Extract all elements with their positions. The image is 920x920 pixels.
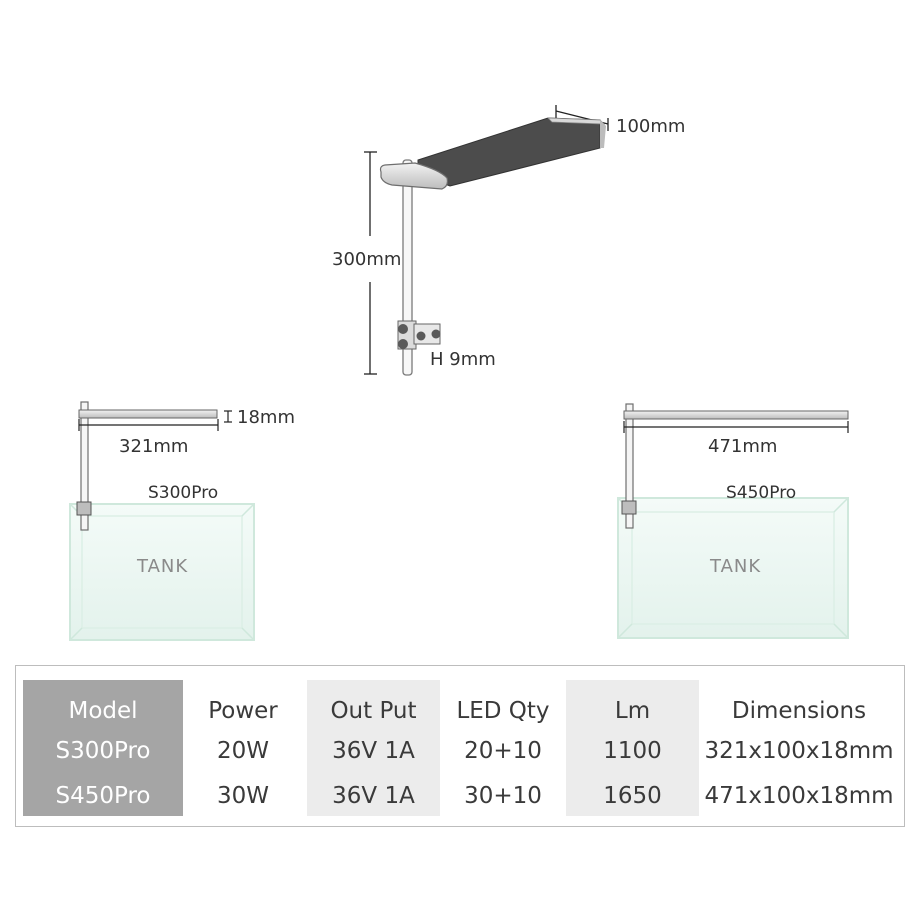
column-header: Power: [208, 698, 278, 724]
table-cell: 36V 1A: [332, 783, 415, 809]
s450pro-tank: [617, 497, 849, 639]
table-cell: 471x100x18mm: [704, 783, 894, 809]
width-label: 100mm: [616, 116, 686, 137]
s300pro-tank: [69, 503, 255, 641]
column-header: LED Qty: [456, 698, 550, 724]
s450-tank-label: TANK: [710, 556, 762, 577]
s300-tank-label: TANK: [137, 556, 189, 577]
s450-length-label: 471mm: [708, 436, 778, 457]
product-illustration: [69, 105, 849, 641]
column-header: Model: [68, 698, 138, 724]
thickness-label: 18mm: [237, 407, 295, 428]
table-cell: S300Pro: [55, 738, 151, 764]
height-label: 300mm: [332, 249, 402, 270]
s300pro-light: [76, 401, 232, 531]
spec-table: Model S300Pro S450Pro Power 20W 30W Out …: [15, 665, 905, 827]
table-cell: 36V 1A: [332, 738, 415, 764]
table-cell: 30W: [216, 783, 269, 809]
table-cell: 1650: [603, 783, 662, 809]
column-header: Lm: [614, 698, 651, 724]
table-cell: 1100: [603, 738, 662, 764]
model-column: Model S300Pro S450Pro: [23, 680, 183, 816]
clamp-label: H 9mm: [430, 349, 496, 370]
table-cell: 321x100x18mm: [704, 738, 894, 764]
lumen-column: Lm 1100 1650: [566, 680, 699, 816]
s450-model-label: S450Pro: [726, 483, 797, 503]
power-column: Power 20W 30W: [183, 680, 303, 816]
height-dimension-line: [364, 151, 377, 375]
lamp-perspective: [379, 117, 606, 376]
column-header: Dimensions: [731, 698, 867, 724]
dimensions-column: Dimensions 321x100x18mm 471x100x18mm: [699, 680, 899, 816]
output-column: Out Put 36V 1A 36V 1A: [307, 680, 440, 816]
table-cell: 30+10: [464, 783, 542, 809]
s300-model-label: S300Pro: [148, 483, 219, 503]
led-qty-column: LED Qty 20+10 30+10: [440, 680, 566, 816]
column-header: Out Put: [330, 698, 417, 724]
s300-length-label: 321mm: [119, 436, 189, 457]
table-cell: S450Pro: [55, 783, 151, 809]
table-cell: 20W: [216, 738, 269, 764]
table-cell: 20+10: [464, 738, 542, 764]
s450pro-light: [621, 403, 849, 529]
